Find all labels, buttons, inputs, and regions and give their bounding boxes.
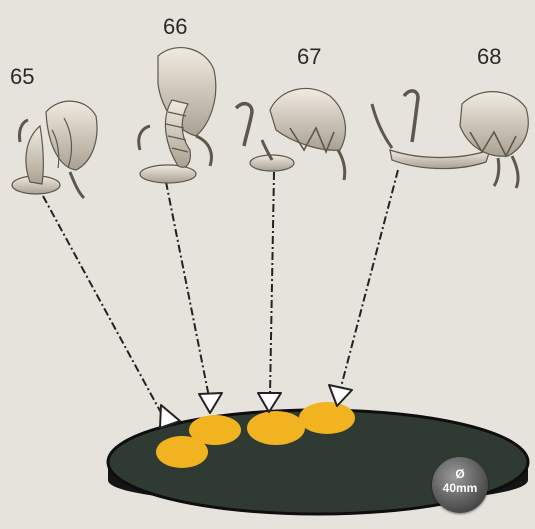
tyranid-head-part-67-icon: [236, 88, 345, 180]
arrowhead-part-67: [258, 393, 281, 412]
marker-slot-4: [299, 402, 355, 434]
base-diameter-label: 40mm: [432, 481, 488, 495]
part-number-67: 67: [297, 44, 321, 70]
placement-arrows: [43, 170, 398, 420]
tyranid-head-part-65-icon: [12, 101, 97, 198]
arrow-part-67: [270, 172, 274, 395]
part-number-68: 68: [477, 44, 501, 70]
arrow-part-66: [166, 182, 209, 397]
part-number-65: 65: [10, 64, 34, 90]
tyranid-head-part-66-icon: [139, 48, 216, 183]
tyranid-head-part-68-icon: [372, 91, 528, 188]
arrow-part-65: [43, 196, 165, 420]
base-size-badge: Ø 40mm: [432, 457, 488, 513]
marker-slot-3: [247, 411, 305, 445]
arrowhead-part-66: [199, 393, 222, 413]
diameter-symbol: Ø: [432, 468, 488, 481]
arrow-part-68: [341, 170, 398, 387]
part-number-66: 66: [163, 14, 187, 40]
marker-slot-2: [189, 415, 241, 445]
